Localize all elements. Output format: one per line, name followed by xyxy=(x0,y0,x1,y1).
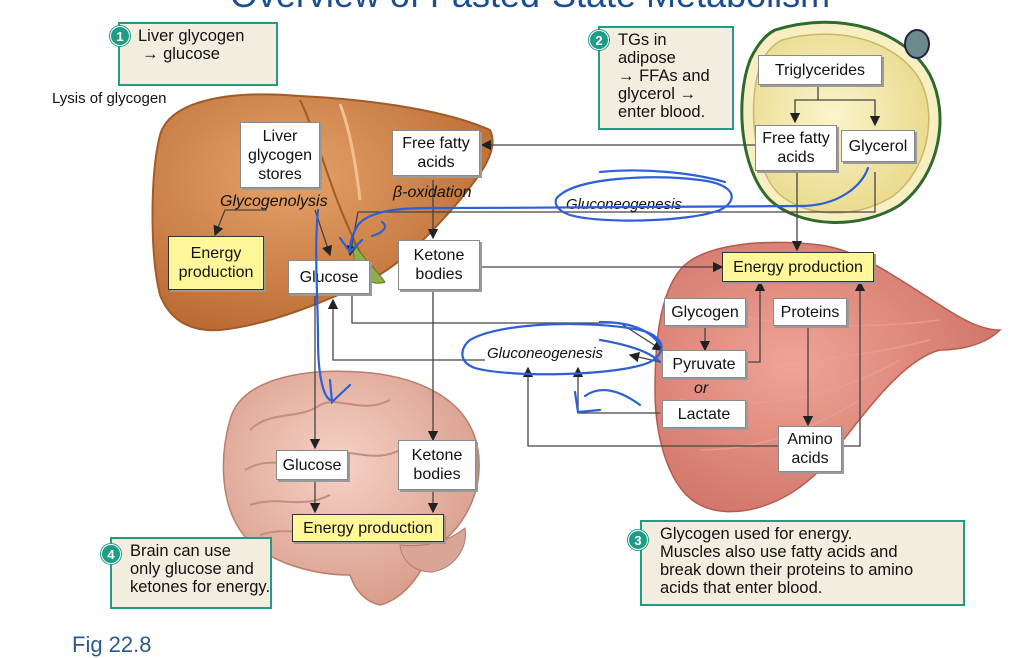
step-1-badge: 1 xyxy=(110,26,130,46)
muscle-pyruvate: Pyruvate xyxy=(662,350,746,378)
liver-energy-production: Energy production xyxy=(168,236,264,290)
step-2-badge: 2 xyxy=(589,30,609,50)
callout-adipose-tg: TGs in adipose → FFAs and glycerol → ent… xyxy=(598,26,734,130)
liver-ketone-bodies: Ketone bodies xyxy=(398,240,480,290)
callout-liver-glycogen: Liver glycogen → glucose xyxy=(118,22,278,86)
gluconeogenesis-mid-label: Gluconeogenesis xyxy=(487,345,603,362)
step-3-badge: 3 xyxy=(628,530,648,550)
liver-free-fatty-acids: Free fatty acids xyxy=(392,130,480,176)
beta-oxidation-label: β-oxidation xyxy=(393,184,472,201)
callout-muscle-energy: Glycogen used for energy. Muscles also u… xyxy=(640,520,965,606)
muscle-amino-acids: Amino acids xyxy=(778,426,842,472)
brain-ketone-bodies: Ketone bodies xyxy=(398,440,476,490)
figure-label: Fig 22.8 xyxy=(72,632,152,657)
muscle-lactate: Lactate xyxy=(662,400,746,428)
callout-brain-fuel: Brain can use only glucose and ketones f… xyxy=(110,537,272,609)
muscle-proteins: Proteins xyxy=(773,298,847,326)
side-note: Lysis of glycogen xyxy=(52,90,167,107)
glycogenolysis-label: Glycogenolysis xyxy=(220,193,328,210)
liver-glycogen-stores: Liver glycogen stores xyxy=(240,122,320,188)
brain-energy-production: Energy production xyxy=(292,514,444,542)
muscle-glycogen: Glycogen xyxy=(664,298,746,326)
brain-glucose: Glucose xyxy=(276,450,348,480)
page-title: Overview of Fasted-State Metabolism xyxy=(170,0,890,16)
muscle-energy-production: Energy production xyxy=(722,252,874,282)
adipose-free-fatty-acids: Free fatty acids xyxy=(755,125,837,171)
adipose-glycerol: Glycerol xyxy=(841,130,915,162)
or-label: or xyxy=(694,380,709,397)
liver-glucose: Glucose xyxy=(288,260,370,294)
gluconeogenesis-top-label: Gluconeogenesis xyxy=(566,196,682,213)
adipose-triglycerides: Triglycerides xyxy=(758,55,882,85)
step-4-badge: 4 xyxy=(101,544,121,564)
